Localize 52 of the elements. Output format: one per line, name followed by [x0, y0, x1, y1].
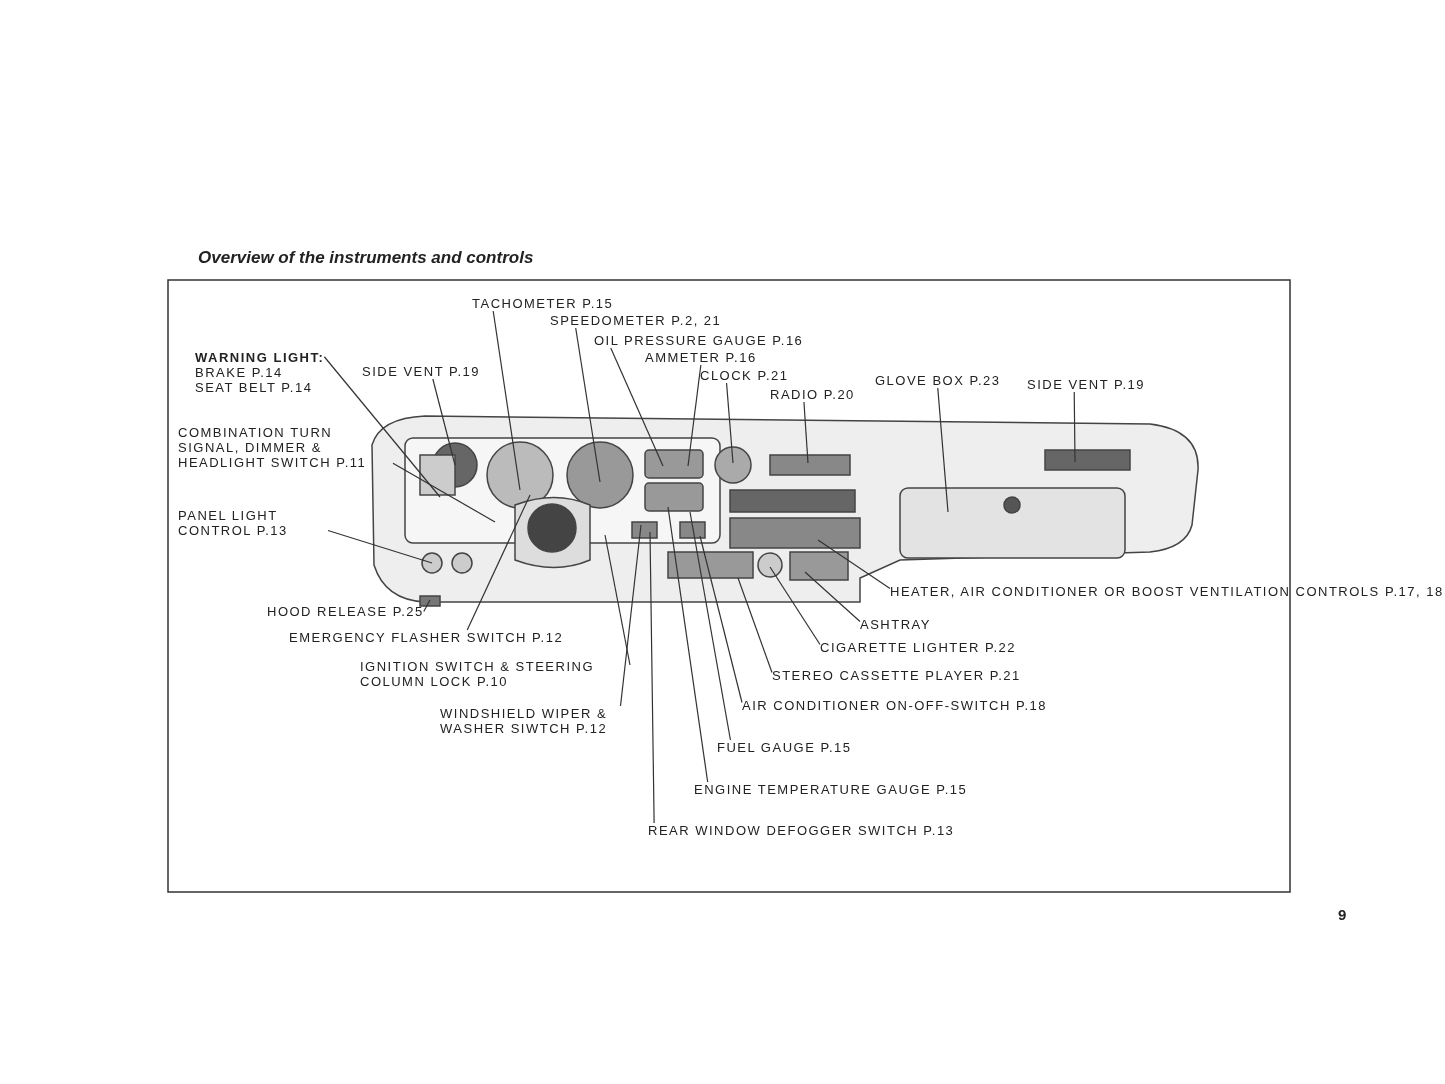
callout-label: FUEL GAUGE P.15	[717, 740, 852, 755]
leader-line	[432, 378, 456, 466]
leader-line	[619, 524, 642, 707]
callout-label: SEAT BELT P.14	[195, 380, 314, 395]
callout-label: WINDSHIELD WIPER & WASHER SIWTCH P.12	[440, 706, 609, 736]
leader-line	[466, 494, 531, 631]
leader-line	[737, 577, 773, 674]
callout-label: REAR WINDOW DEFOGGER SWITCH P.13	[648, 823, 955, 838]
callout-label: ASHTRAY	[860, 617, 931, 632]
callout-label: EMERGENCY FLASHER SWITCH P.12	[289, 630, 564, 645]
leader-line	[1073, 391, 1076, 463]
leader-line	[769, 566, 821, 646]
leader-line	[937, 387, 949, 513]
callout-label: PANEL LIGHT CONTROL P.13	[178, 508, 289, 538]
callout-label: CIGARETTE LIGHTER P.22	[820, 640, 1017, 655]
callout-label: ENGINE TEMPERATURE GAUGE P.15	[694, 782, 968, 797]
leader-line	[323, 356, 441, 498]
leader-line	[804, 571, 861, 623]
section-title: Overview of the instruments and controls	[198, 248, 534, 268]
leader-line	[689, 511, 732, 741]
callout-label: TACHOMETER P.15	[472, 296, 614, 311]
page-number: 9	[1338, 906, 1347, 923]
callout-label: HOOD RELEASE P.25	[267, 604, 424, 619]
callout-label: OIL PRESSURE GAUGE P.16	[594, 333, 804, 348]
leader-line	[575, 327, 601, 483]
callout-label: AIR CONDITIONER ON-OFF-SWITCH P.18	[742, 698, 1047, 713]
leader-line	[649, 531, 655, 824]
callout-label: AMMETER P.16	[645, 350, 757, 365]
callout-label: IGNITION SWITCH & STEERING COLUMN LOCK P.10	[360, 659, 595, 689]
leader-line	[327, 529, 433, 564]
leader-line	[423, 599, 431, 613]
leader-line	[667, 506, 709, 783]
leader-line	[392, 462, 496, 523]
callout-label: CLOCK P.21	[700, 368, 789, 383]
callout-label: RADIO P.20	[770, 387, 855, 402]
callout-label: SPEEDOMETER P.2, 21	[550, 313, 722, 328]
leader-line	[699, 535, 743, 704]
leader-line	[803, 401, 809, 464]
leader-line	[817, 539, 891, 590]
callout-label: GLOVE BOX P.23	[875, 373, 1001, 388]
leader-line	[687, 364, 702, 467]
callout-label: BRAKE P.14	[195, 365, 284, 380]
leader-line	[725, 382, 734, 464]
leader-line	[610, 347, 664, 467]
leader-line	[604, 534, 631, 666]
callout-label: SIDE VENT P.19	[362, 364, 481, 379]
leader-line	[492, 310, 521, 491]
callout-heading: WARNING LIGHT:	[195, 350, 325, 365]
callout-label: HEATER, AIR CONDITIONER OR BOOST VENTILATION CONTROLS P.17, 18	[890, 584, 1444, 599]
callout-label: STEREO CASSETTE PLAYER P.21	[772, 668, 1021, 683]
callout-label: SIDE VENT P.19	[1027, 377, 1146, 392]
callout-label: COMBINATION TURN SIGNAL, DIMMER & HEADLIGHT SWITCH P.11	[178, 425, 368, 470]
